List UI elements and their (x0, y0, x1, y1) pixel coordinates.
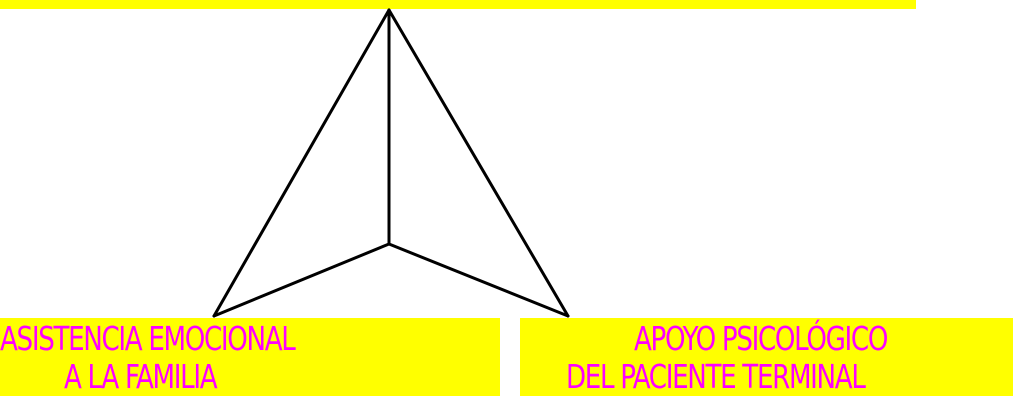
right-label-line2: DEL PACIENTE TERMINAL (566, 357, 866, 396)
top-highlight-bar (0, 0, 916, 9)
edge-apex-right (387, 8, 570, 318)
left-label-line2: A LA FAMILIA (64, 357, 218, 396)
right-label-highlight: APOYO PSICOLÓGICO DEL PACIENTE TERMINAL (520, 318, 1013, 396)
left-label-line1: ASISTENCIA EMOCIONAL (0, 319, 296, 358)
left-label-highlight: ASISTENCIA EMOCIONAL A LA FAMILIA (0, 318, 500, 396)
right-label-line1: APOYO PSICOLÓGICO (634, 319, 888, 358)
edge-center-right (387, 242, 570, 318)
edge-apex-left (212, 8, 391, 318)
edge-center-left (212, 242, 391, 318)
